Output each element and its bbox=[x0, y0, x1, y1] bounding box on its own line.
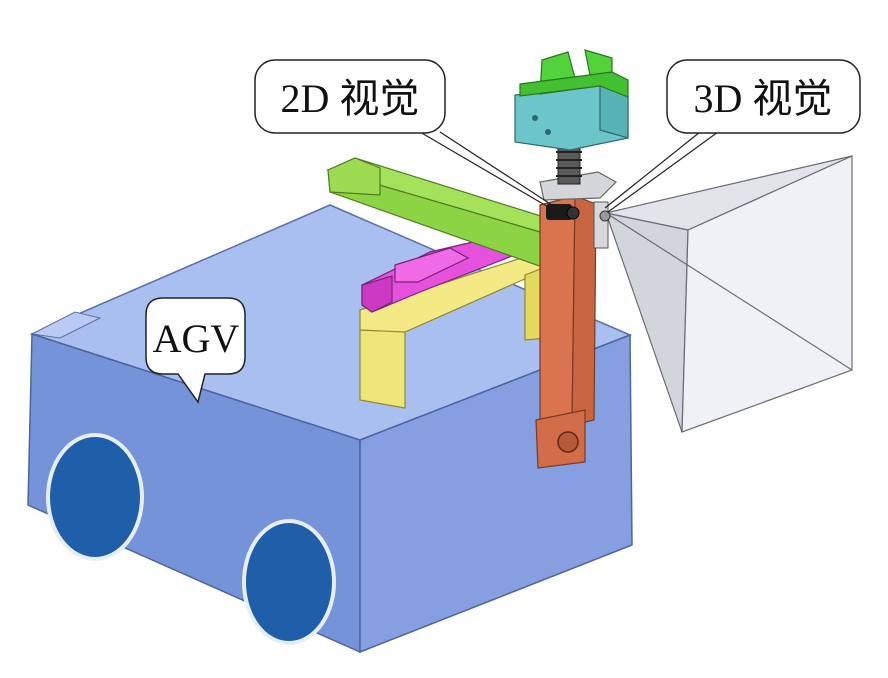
agv-body bbox=[27, 204, 633, 654]
camera-3d-lens bbox=[599, 210, 611, 222]
column-base-motor bbox=[557, 431, 579, 453]
camera-2d-lens bbox=[566, 206, 580, 220]
slide-carriage bbox=[394, 247, 470, 283]
callout-3d-label: 3D 视觉 bbox=[694, 76, 833, 121]
callout-2d-pointer-b bbox=[439, 131, 553, 206]
agv-chamfer-face bbox=[30, 311, 102, 339]
callout-agv-bubble bbox=[145, 297, 246, 404]
gripper-assembly bbox=[514, 49, 629, 201]
camera-2d-body bbox=[546, 204, 572, 220]
agv-rear-wheel bbox=[242, 519, 336, 645]
callout-2d-label: 2D 视觉 bbox=[281, 76, 420, 121]
callout-3d-box bbox=[666, 59, 861, 134]
frame-top-beam bbox=[359, 251, 546, 333]
callout-2d-pointer-a bbox=[419, 131, 551, 209]
camera-3d-body bbox=[593, 201, 609, 249]
callout-2d-box bbox=[254, 59, 446, 134]
callout-agv: AGV bbox=[145, 297, 246, 404]
camera-3d-fov-cone bbox=[605, 155, 853, 433]
camera-2d bbox=[546, 204, 580, 220]
slide-end-block bbox=[361, 275, 393, 313]
callout-2d-vision: 2D 视觉 bbox=[254, 59, 553, 209]
frame-left-leg bbox=[359, 329, 406, 409]
callout-3d-pointer-b bbox=[607, 131, 719, 213]
camera-3d bbox=[593, 201, 611, 249]
orange-vertical-column bbox=[535, 195, 597, 469]
gripper-green-base bbox=[519, 71, 629, 98]
column-side bbox=[571, 195, 597, 426]
spring-column bbox=[557, 147, 581, 185]
callout-3d-pointer-a bbox=[604, 131, 701, 209]
callout-agv-label: AGV bbox=[153, 316, 240, 361]
agv-front-wheel bbox=[46, 433, 144, 561]
arm-end-cap bbox=[327, 157, 381, 196]
green-horizontal-arm bbox=[326, 157, 562, 269]
callout-3d-vision: 3D 视觉 bbox=[604, 59, 861, 213]
column-front bbox=[539, 195, 576, 433]
